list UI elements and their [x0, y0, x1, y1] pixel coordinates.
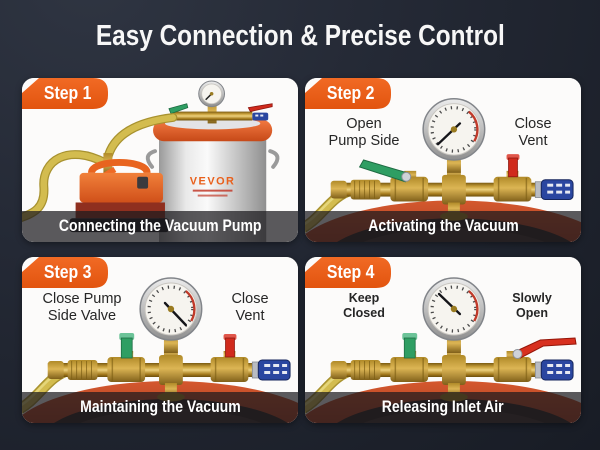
pump-side-valve-handle-open-icon: [358, 159, 412, 183]
green-valve-handle-icon: [168, 103, 189, 115]
vent-valve-handle-closed-icon: [223, 334, 237, 358]
step-badge: Step 2: [305, 78, 391, 109]
step-badge: Step 4: [305, 257, 391, 288]
step-3-photo: [22, 257, 298, 423]
red-valve-handle-icon: [247, 103, 273, 113]
vent-valve-handle-open-icon: [512, 337, 577, 359]
step-2-panel: Open Pump Side Close Vent Step 2 Activat…: [305, 78, 581, 242]
valve-instruction-left: Keep Closed: [343, 291, 385, 320]
step-badge: Step 3: [22, 257, 108, 288]
gauge-needle-icon: [436, 122, 462, 146]
pump-side-valve-handle-closed-icon: [402, 333, 418, 359]
gauge-needle-icon: [437, 292, 462, 316]
step-caption: Activating the Vacuum: [305, 211, 581, 242]
step-caption: Maintaining the Vacuum: [22, 392, 298, 423]
chamber-handle-left-icon: [145, 149, 158, 169]
chamber-handle-right-icon: [268, 149, 280, 169]
page-title: Easy Connection & Precise Control: [95, 20, 505, 52]
valve-instruction-left: Close Pump Side Valve: [42, 291, 122, 325]
step-2-photo: [305, 78, 581, 242]
small-gauge-icon: [198, 80, 226, 108]
step-3-panel: Close Pump Side Valve Close Vent Step 3 …: [22, 257, 298, 423]
step-4-photo: [305, 257, 581, 423]
valve-instruction-right: Slowly Open: [512, 291, 552, 320]
vent-valve-handle-closed-icon: [506, 154, 520, 178]
step-4-panel: Keep Closed Slowly Open Step 4 Releasing…: [305, 257, 581, 423]
step-caption: Releasing Inlet Air: [305, 392, 581, 423]
chamber-brand-logo: VEVOR: [190, 176, 236, 188]
valve-instruction-right: Close Vent: [514, 116, 552, 150]
pump-side-valve-handle-closed-icon: [119, 333, 135, 359]
gauge-needle-icon: [163, 301, 188, 327]
step-1-panel: VEVOR: [22, 78, 298, 242]
lid-manifold-icon: [168, 80, 273, 124]
step-badge: Step 1: [22, 78, 108, 109]
valve-instruction-right: Close Vent: [231, 291, 269, 325]
step-caption: Connecting the Vacuum Pump: [22, 211, 298, 242]
valve-instruction-left: Open Pump Side: [328, 116, 400, 150]
